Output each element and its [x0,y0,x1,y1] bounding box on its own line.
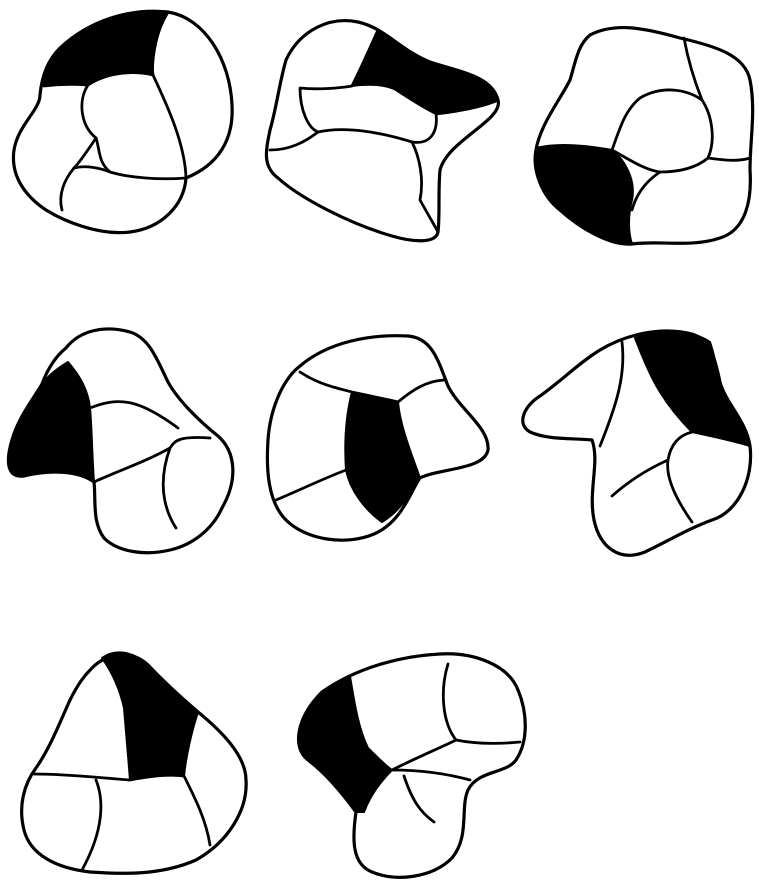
shape-4-shaded-region [8,362,94,482]
shape-5 [267,336,488,540]
shape-3-shaded-region [535,145,633,244]
shape-6 [523,331,751,555]
shape-3 [535,28,753,245]
shape-4 [8,329,232,553]
shape-8 [299,654,526,877]
shape-1 [13,11,232,232]
shape-7 [22,652,246,873]
shape-2 [266,21,498,241]
